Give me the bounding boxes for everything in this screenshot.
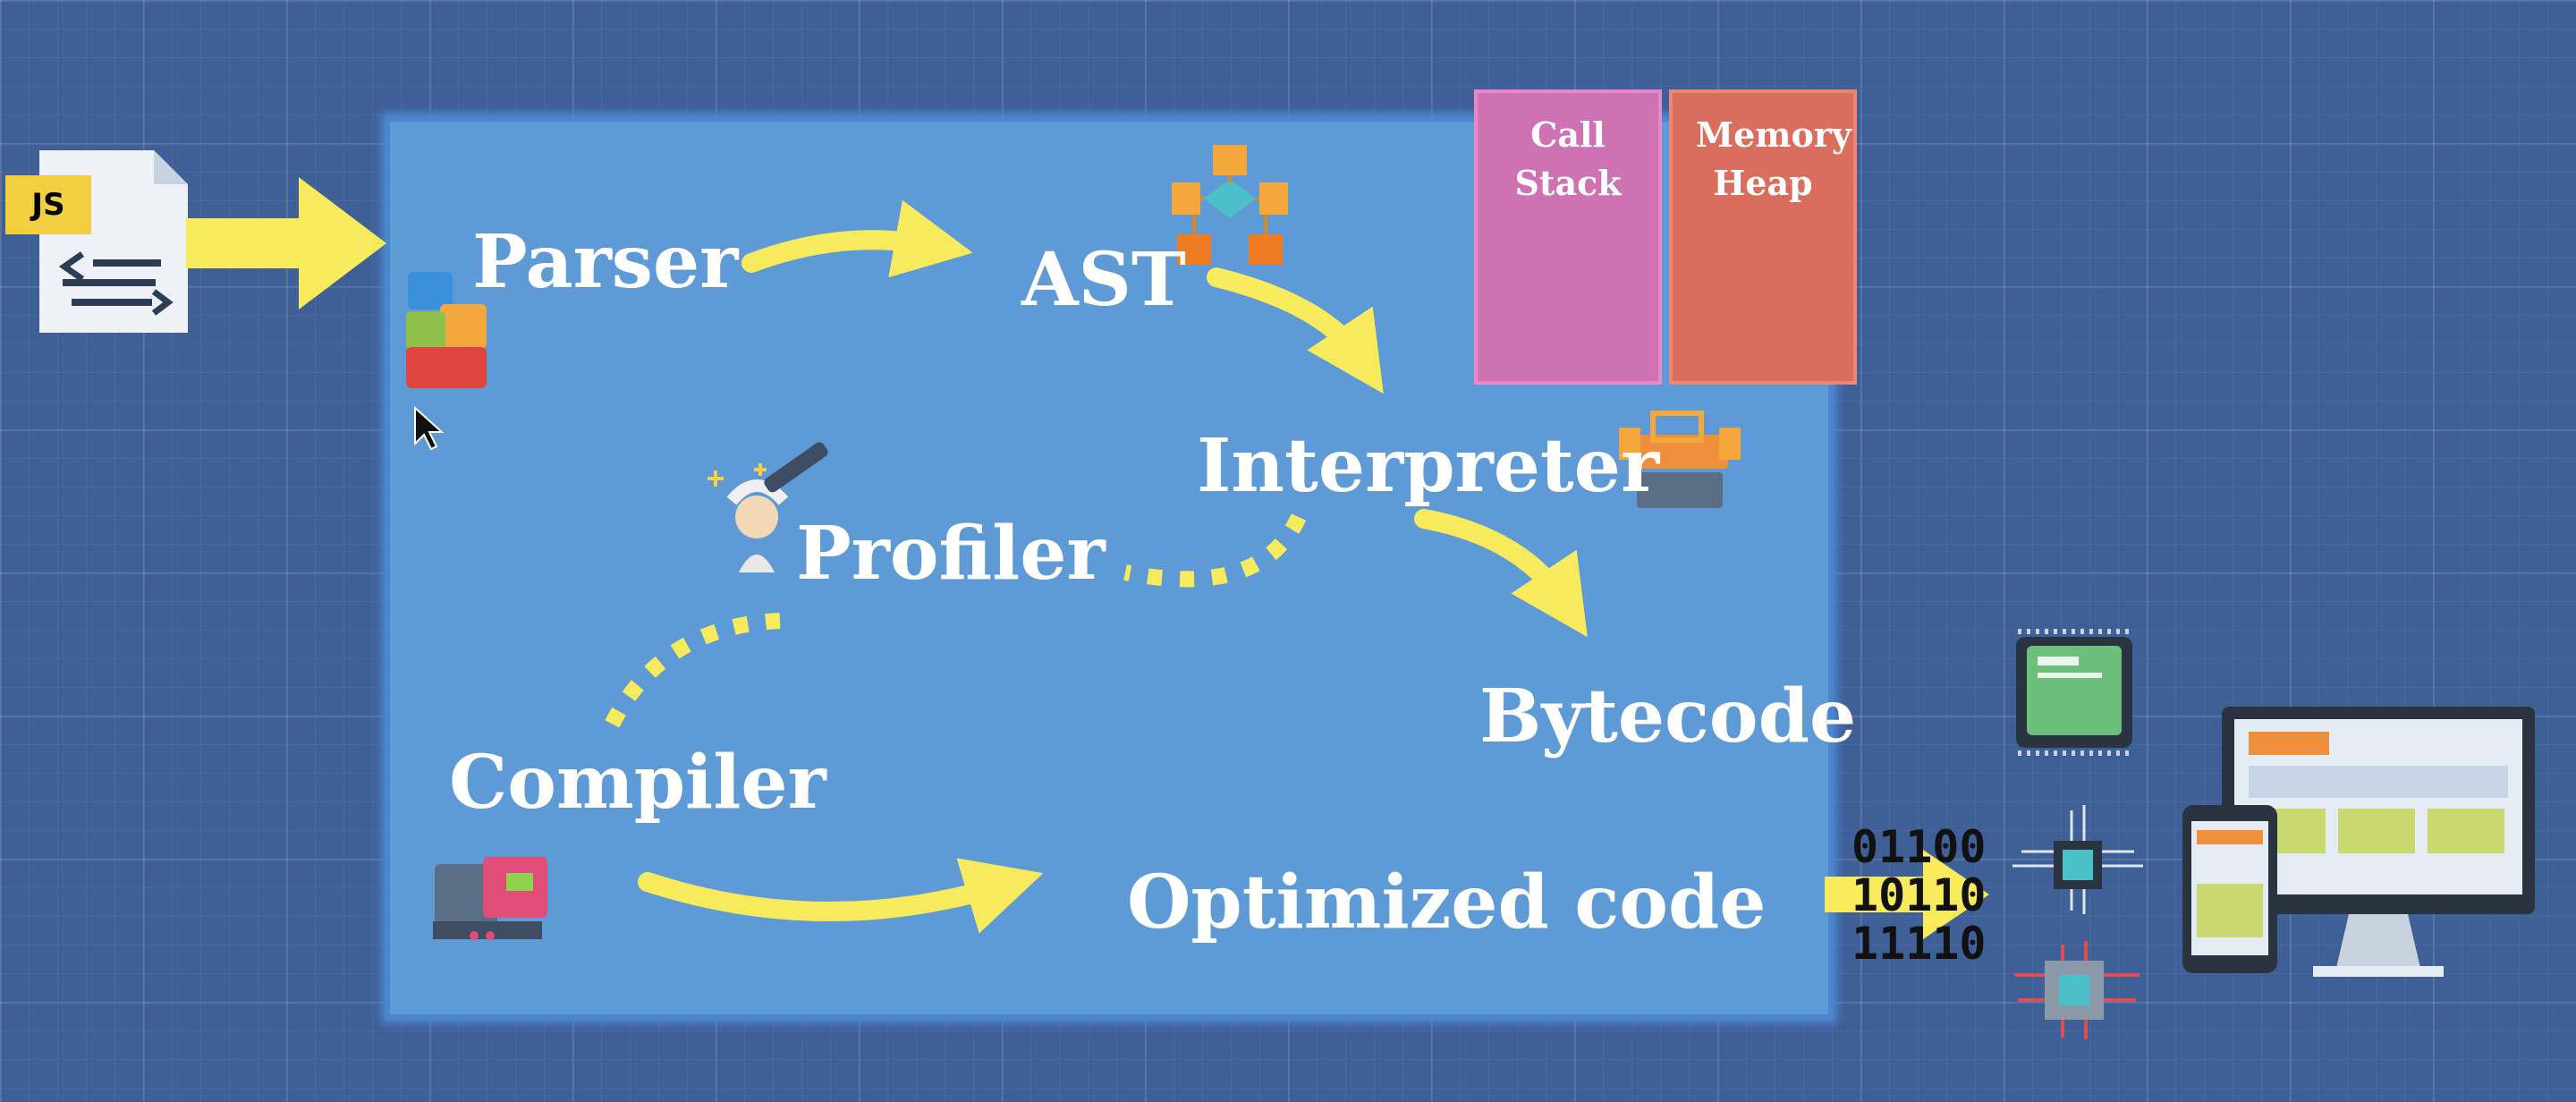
binary-output: 01100 10110 11110: [1852, 823, 1987, 968]
input-arrow: [186, 177, 386, 309]
devices-icon: [2182, 707, 2535, 977]
arrow-interpreter-bytecode: [1414, 509, 1588, 638]
compiler-label: Compiler: [449, 740, 826, 826]
memory-heap-label: Memory Heap: [1696, 114, 1852, 203]
arrow-parser-ast: [741, 199, 973, 278]
arrow-compiler-optimized: [638, 858, 1044, 934]
binary-line: 10110: [1852, 869, 1987, 921]
optimized-code-label: Optimized code: [1127, 860, 1767, 945]
bytecode-label: Bytecode: [1479, 674, 1857, 759]
parser-label: Parser: [472, 219, 739, 305]
circuit-chip-icon: [2012, 805, 2143, 914]
memory-heap-box: Memory Heap: [1669, 89, 1857, 385]
output-arrow: [1825, 850, 1989, 939]
tree-structure-icon: [1172, 145, 1288, 265]
dotted-interpreter-profiler: [1123, 513, 1307, 588]
toolbox-icon: [1619, 411, 1741, 508]
call-stack-box: Call Stack: [1474, 89, 1662, 385]
building-blocks-icon: [406, 272, 487, 388]
ast-label: AST: [1021, 237, 1186, 323]
binary-line: 11110: [1852, 918, 1987, 970]
arrow-ast-interpreter: [1207, 267, 1384, 394]
mouse-cursor-icon: [414, 405, 445, 451]
processor-icon: [2014, 941, 2140, 1039]
binary-line: 01100: [1852, 821, 1987, 873]
cpu-chip-icon: [2016, 629, 2132, 756]
machine-icon: [433, 857, 547, 940]
js-file-icon: JS: [5, 150, 188, 333]
call-stack-label: Call Stack: [1514, 114, 1622, 203]
js-badge: JS: [30, 187, 64, 223]
scientist-telescope-icon: [708, 442, 828, 572]
interpreter-label: Interpreter: [1197, 423, 1660, 509]
profiler-label: Profiler: [796, 511, 1106, 597]
dotted-profiler-compiler: [604, 613, 781, 729]
